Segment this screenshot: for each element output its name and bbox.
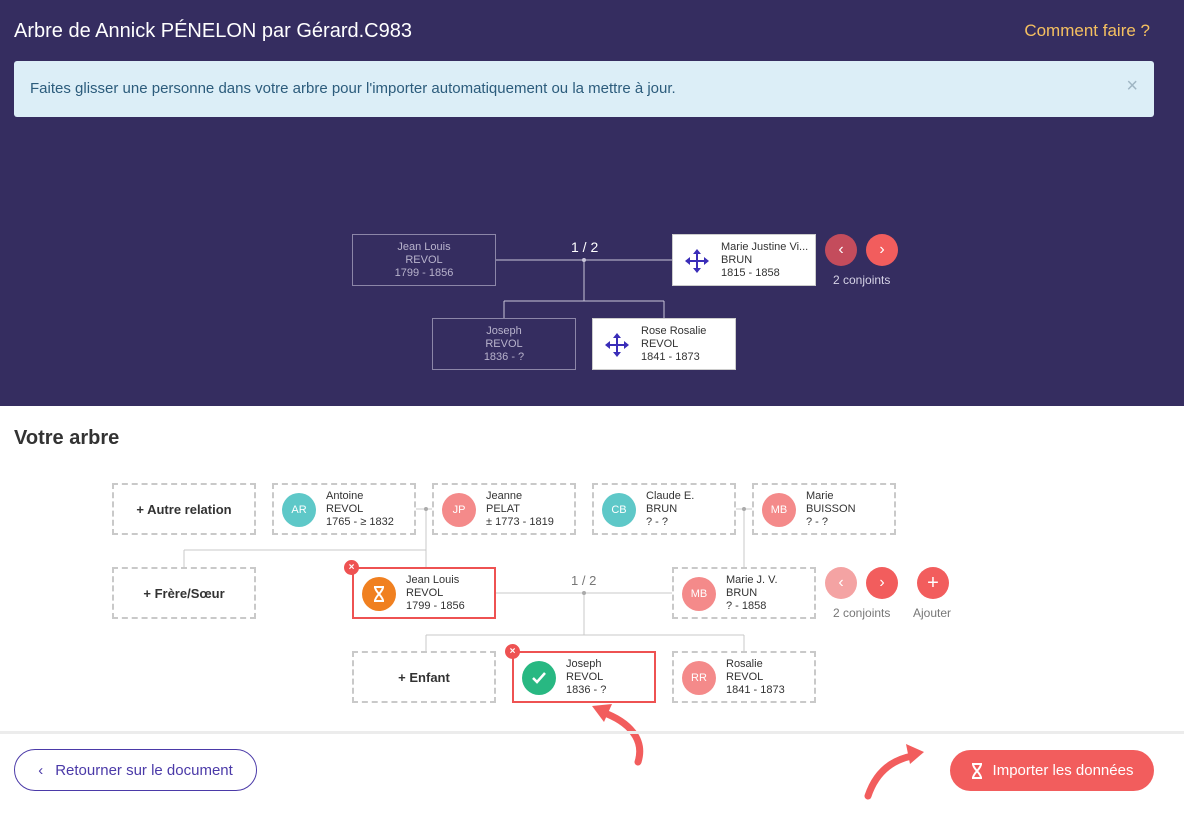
spouse-ratio: 1 / 2 — [571, 239, 599, 255]
prev-spouse-button[interactable]: ‹ — [825, 234, 857, 266]
hourglass-icon — [971, 762, 982, 779]
spouses-count: 2 conjoints — [833, 273, 891, 287]
import-button[interactable]: Importer les données — [950, 750, 1154, 791]
page-title: Arbre de Annick PÉNELON par Gérard.C983 — [14, 20, 412, 42]
tree-person-spouse[interactable]: MB Marie J. V.BRUN ? - 1858 — [672, 567, 816, 619]
import-button-label: Importer les données — [992, 762, 1134, 779]
avatar: JP — [442, 493, 476, 527]
first-name: Antoine — [326, 490, 364, 502]
help-link[interactable]: Comment faire ? — [1024, 21, 1150, 40]
source-card-child-2[interactable]: Rose Rosalie REVOL 1841 - 1873 — [592, 318, 736, 370]
dates: ? - ? — [806, 516, 829, 528]
footer-divider — [0, 731, 1184, 734]
avatar: AR — [282, 493, 316, 527]
source-card-spouse[interactable]: Marie Justine Vi... BRUN 1815 - 1858 — [672, 234, 816, 286]
alert-text: Faites glisser une personne dans votre a… — [30, 80, 676, 97]
last-name: PELAT — [486, 503, 521, 515]
last-name: REVOL — [726, 671, 764, 683]
first-name: Rose Rosalie — [641, 325, 707, 337]
first-name: Marie J. V. — [726, 574, 778, 586]
last-name: BRUN — [726, 587, 758, 599]
hourglass-icon — [362, 577, 396, 611]
prev-spouse-button[interactable]: ‹ — [825, 567, 857, 599]
add-child-button[interactable]: + Enfant — [352, 651, 496, 703]
tree-person-card[interactable]: CB Claude E.BRUN? - ? — [592, 483, 736, 535]
next-spouse-button[interactable]: › — [866, 567, 898, 599]
source-card-father: Jean Louis REVOL 1799 - 1856 — [352, 234, 496, 286]
first-name: Joseph — [486, 325, 522, 337]
last-name: REVOL — [405, 254, 443, 266]
move-icon[interactable] — [603, 331, 631, 359]
add-other-relation-button[interactable]: + Autre relation — [112, 483, 256, 535]
dates: 1799 - 1856 — [406, 600, 465, 612]
check-icon — [522, 661, 556, 695]
dates: 1799 - 1856 — [394, 267, 454, 279]
remove-icon[interactable]: × — [505, 644, 520, 659]
first-name: Joseph — [566, 658, 602, 670]
back-button-label: Retourner sur le document — [55, 761, 233, 779]
last-name: BUISSON — [806, 503, 856, 515]
close-icon[interactable]: × — [1126, 75, 1138, 97]
add-sibling-button[interactable]: + Frère/Sœur — [112, 567, 256, 619]
avatar: MB — [762, 493, 796, 527]
spouses-count: 2 conjoints — [833, 606, 891, 620]
dates: 1836 - ? — [566, 684, 607, 696]
arrow-decoration — [598, 708, 644, 766]
first-name: Jeanne — [486, 490, 523, 502]
dates: 1815 - 1858 — [721, 267, 780, 279]
dates: 1841 - 1873 — [641, 351, 700, 363]
last-name: REVOL — [326, 503, 364, 515]
avatar: MB — [682, 577, 716, 611]
last-name: BRUN — [721, 254, 753, 266]
first-name: Jean Louis — [397, 241, 451, 253]
dates: ± 1773 - 1819 — [486, 516, 554, 528]
move-icon[interactable] — [683, 247, 711, 275]
first-name: Marie Justine Vi... — [721, 241, 809, 253]
last-name: REVOL — [641, 338, 679, 350]
add-label: Ajouter — [913, 606, 952, 620]
avatar: RR — [682, 661, 716, 695]
last-name: REVOL — [406, 587, 444, 599]
remove-icon[interactable]: × — [344, 560, 359, 575]
first-name: Claude E. — [646, 490, 695, 502]
info-alert: Faites glisser une personne dans votre a… — [14, 61, 1154, 117]
source-card-child-1: Joseph REVOL 1836 - ? — [432, 318, 576, 370]
first-name: Marie — [806, 490, 834, 502]
chevron-left-icon: ‹ — [38, 761, 44, 779]
last-name: BRUN — [646, 503, 678, 515]
last-name: REVOL — [485, 338, 523, 350]
dates: ? - ? — [646, 516, 669, 528]
avatar: CB — [602, 493, 636, 527]
back-button[interactable]: ‹ Retourner sur le document — [14, 749, 257, 791]
section-title: Votre arbre — [14, 427, 120, 449]
add-spouse-button[interactable]: + — [917, 567, 949, 599]
next-spouse-button[interactable]: › — [866, 234, 898, 266]
dates: 1836 - ? — [483, 351, 525, 363]
arrow-decoration-2 — [864, 752, 916, 800]
spouse-ratio: 1 / 2 — [571, 573, 597, 588]
first-name: Rosalie — [726, 658, 763, 670]
first-name: Jean Louis — [406, 574, 460, 586]
dates: 1765 - ≥ 1832 — [326, 516, 394, 528]
dates: ? - 1858 — [726, 600, 767, 612]
dates: 1841 - 1873 — [726, 684, 785, 696]
last-name: REVOL — [566, 671, 604, 683]
